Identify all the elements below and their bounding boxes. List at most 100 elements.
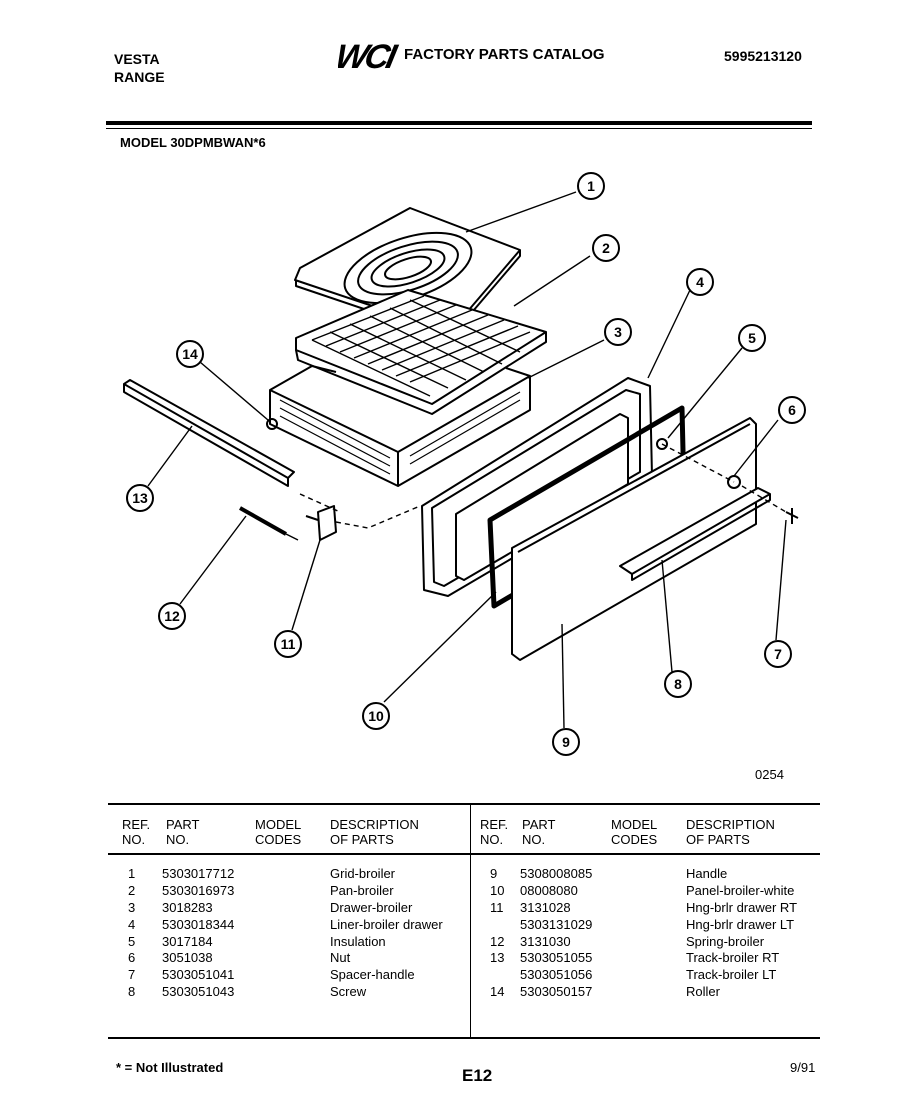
table-row: 14 5303050157 Roller <box>470 984 820 1001</box>
callout-label: 4 <box>696 274 704 290</box>
header-desc-text: DESCRIPTION OF PARTS <box>686 817 775 847</box>
part-description: Liner-broiler drawer <box>330 916 443 932</box>
callout-circle <box>176 340 204 368</box>
callout-label: 5 <box>748 330 756 346</box>
part-ref: 7 <box>128 967 136 983</box>
page-number: E12 <box>462 1066 493 1085</box>
callout-label: 13 <box>132 490 148 506</box>
part-number: 08008080 <box>520 882 578 898</box>
part-number: 5303017712 <box>162 866 235 881</box>
wci-logo-text: WCI <box>338 38 401 72</box>
part-number: 5303050157 <box>520 984 593 1000</box>
part-number: 3018283 <box>162 899 213 915</box>
table-row: 5303131029 Hng-brlr drawer LT <box>470 917 820 934</box>
brand-line-2: RANGE <box>114 69 165 85</box>
part-description: Spring-broiler <box>686 933 765 949</box>
part-description: Pan-broiler <box>330 882 394 898</box>
part-description: Track-broiler LT <box>686 967 777 983</box>
callout-label: 8 <box>674 676 682 692</box>
callout-5: 5 <box>738 324 766 352</box>
callout-circle <box>686 268 714 296</box>
callout-8: 8 <box>664 670 692 698</box>
part-description: Spacer-handle <box>330 967 415 983</box>
callout-label: 3 <box>614 324 622 340</box>
part-number: 3131030 <box>520 933 571 949</box>
table-row: 11 3131028 Hng-brlr drawer RT <box>470 900 820 917</box>
callout-label: 9 <box>562 734 570 750</box>
table-row: 1 5303017712 Grid-broiler <box>108 866 468 883</box>
header-ref-text: REF. NO. <box>122 817 151 847</box>
part-number: 5303051043 <box>162 984 235 1000</box>
callout-label: 7 <box>774 646 782 662</box>
header-part-left: PART NO. <box>166 817 199 847</box>
wci-logo: WCI <box>338 38 401 72</box>
header-part-text: PART NO. <box>166 817 200 847</box>
header-codes-text: MODEL CODES <box>611 817 658 847</box>
callout-label: 10 <box>368 708 384 724</box>
header-ref-left: REF. NO. <box>122 817 150 847</box>
nut-part <box>656 438 668 450</box>
screw-part <box>785 508 799 524</box>
callout-label: 6 <box>788 402 796 418</box>
callout-4: 4 <box>686 268 714 296</box>
header-part-right: PART NO. <box>522 817 555 847</box>
callout-label: 14 <box>182 346 198 362</box>
callout-7: 7 <box>764 640 792 668</box>
part-ref: 10 <box>490 882 505 898</box>
table-row: 12 3131030 Spring-broiler <box>470 934 820 951</box>
part-number: 3131028 <box>520 899 571 915</box>
header-ref-text: REF. NO. <box>480 817 509 847</box>
part-ref: 9 <box>490 866 498 881</box>
part-ref: 11 <box>490 899 504 915</box>
header-rule-thick <box>106 121 812 125</box>
header-desc-left: DESCRIPTION OF PARTS <box>330 817 419 847</box>
part-ref: 8 <box>128 984 136 1000</box>
callout-3: 3 <box>604 318 632 346</box>
table-bottom-rule <box>108 1037 820 1039</box>
part-number: 5303131029 <box>520 916 593 932</box>
header-ref-right: REF. NO. <box>480 817 508 847</box>
catalog-number: 5995213120 <box>724 48 802 64</box>
part-description: Hng-brlr drawer RT <box>686 899 798 915</box>
model-label: MODEL 30DPMBWAN*6 <box>120 135 266 150</box>
part-number: 5303051056 <box>520 967 593 983</box>
callout-circle <box>664 670 692 698</box>
parts-table: REF. NO. PART NO. MODEL CODES DESCRIPTIO… <box>108 803 820 1038</box>
part-description: Roller <box>686 984 720 1000</box>
part-ref: 1 <box>128 866 136 881</box>
callout-circle <box>126 484 154 512</box>
callout-circle <box>604 318 632 346</box>
callout-circle <box>158 602 186 630</box>
callout-14: 14 <box>176 340 204 368</box>
header-rule-thin <box>106 128 812 129</box>
table-divider <box>470 803 471 1038</box>
callout-1: 1 <box>577 172 605 200</box>
callout-circle <box>592 234 620 262</box>
table-head-rule <box>108 853 820 855</box>
callout-label: 12 <box>164 608 180 624</box>
broiler-panel-part <box>511 417 757 661</box>
part-ref: 2 <box>128 882 136 898</box>
callout-6: 6 <box>778 396 806 424</box>
part-description: Grid-broiler <box>330 866 396 881</box>
broiler-pan-part <box>295 289 547 415</box>
part-description: Hng-brlr drawer LT <box>686 916 795 932</box>
part-ref: 12 <box>490 933 505 949</box>
figure-number: 0254 <box>755 767 784 782</box>
callout-circle <box>577 172 605 200</box>
part-description: Panel-broiler-white <box>686 882 795 898</box>
revision-date: 9/91 <box>790 1060 816 1075</box>
callout-circle <box>274 630 302 658</box>
part-ref: 14 <box>490 984 505 1000</box>
grid-broiler-part <box>294 207 521 339</box>
part-ref: 6 <box>128 950 136 966</box>
hinge-part <box>305 505 337 541</box>
